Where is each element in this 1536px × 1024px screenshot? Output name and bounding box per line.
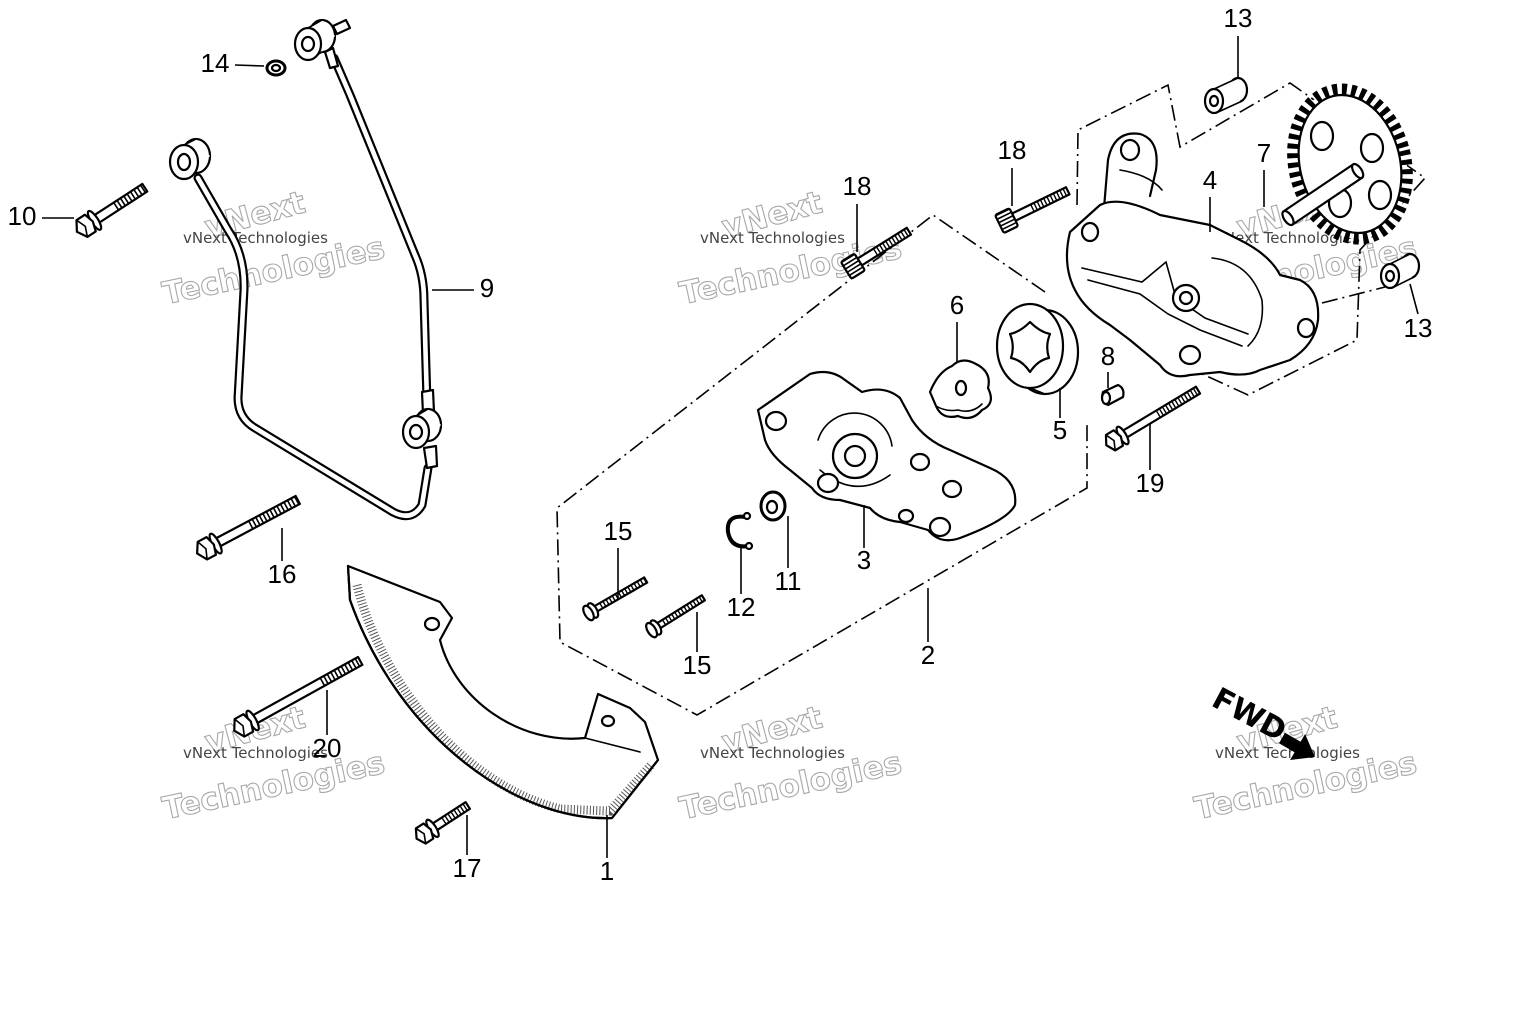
oil-pipe <box>168 18 443 521</box>
callout-2: 2 <box>921 640 935 670</box>
watermark: vNext Technologies vNext Technologies <box>676 184 906 313</box>
watermark: vNext Technologies vNext Technologies <box>159 184 389 313</box>
callout-10: 10 <box>8 201 37 231</box>
banjo-fitting <box>293 18 352 70</box>
watermark-small: vNext Technologies <box>183 229 328 247</box>
oil-pump-guard-plate <box>346 564 660 820</box>
callout-15: 15 <box>683 650 712 680</box>
watermark: vNext Technologies vNext Technologies <box>676 699 906 828</box>
oil-pump-assembly-frame <box>556 214 1088 716</box>
callout-5: 5 <box>1053 415 1067 445</box>
banjo-bolt <box>75 182 149 239</box>
watermark: vNext Technologies vNext Technologies <box>159 699 389 828</box>
callout-11: 11 <box>775 566 802 596</box>
knurled-bolt <box>840 226 913 280</box>
callout-16: 16 <box>268 559 297 589</box>
pan-head-screw <box>645 594 707 639</box>
callout-4: 4 <box>1203 165 1217 195</box>
callout-1: 1 <box>600 856 614 886</box>
oil-pump-cover <box>1065 132 1320 378</box>
callout-12: 12 <box>727 592 756 622</box>
circlip <box>725 511 754 551</box>
watermark-small: vNext Technologies <box>700 229 845 247</box>
pan-head-screw <box>582 576 649 622</box>
callout-18: 18 <box>843 171 872 201</box>
dowel-pin <box>1100 383 1125 407</box>
callout-19: 19 <box>1136 468 1165 498</box>
long-flange-bolt <box>233 655 364 738</box>
collar-alignment-line <box>1321 286 1386 304</box>
oil-pump-body <box>756 370 1017 542</box>
callout-7: 7 <box>1257 138 1271 168</box>
leader-line <box>1409 283 1419 315</box>
sealing-washer <box>265 59 287 77</box>
outer-rotor <box>995 302 1080 396</box>
leader-lines <box>42 36 1419 858</box>
short-flange-bolt <box>414 801 472 845</box>
watermark-small: vNext Technologies <box>1215 744 1360 762</box>
watermark-small: vNext Technologies <box>183 744 328 762</box>
banjo-fitting <box>168 137 212 181</box>
callout-17: 17 <box>453 853 482 883</box>
dowel-collar <box>1379 252 1421 290</box>
callout-9: 9 <box>480 273 494 303</box>
callout-15: 15 <box>604 516 633 546</box>
arrow-down-right-icon <box>1279 732 1315 760</box>
callout-6: 6 <box>950 290 964 320</box>
callout-13: 13 <box>1224 3 1253 33</box>
leader-line <box>234 64 265 67</box>
callout-13: 13 <box>1404 313 1433 343</box>
inner-rotor <box>928 359 993 420</box>
callout-20: 20 <box>313 733 342 763</box>
callout-3: 3 <box>857 545 871 575</box>
callout-14: 14 <box>201 48 230 78</box>
callout-18: 18 <box>998 135 1027 165</box>
dowel-collar <box>1203 76 1249 115</box>
watermark-small: vNext Technologies <box>1215 229 1360 247</box>
knurled-bolt <box>994 186 1071 234</box>
callout-8: 8 <box>1101 341 1115 371</box>
cover-flange-bolt <box>1104 385 1202 452</box>
washer <box>759 490 787 522</box>
pump-shaft <box>1281 162 1365 227</box>
watermark-small: vNext Technologies <box>700 744 845 762</box>
callouts: 13 14 10 9 18 18 7 4 6 8 5 19 15 15 3 12… <box>8 3 1433 886</box>
flange-bolt <box>196 494 301 561</box>
banjo-fitting <box>401 388 443 470</box>
